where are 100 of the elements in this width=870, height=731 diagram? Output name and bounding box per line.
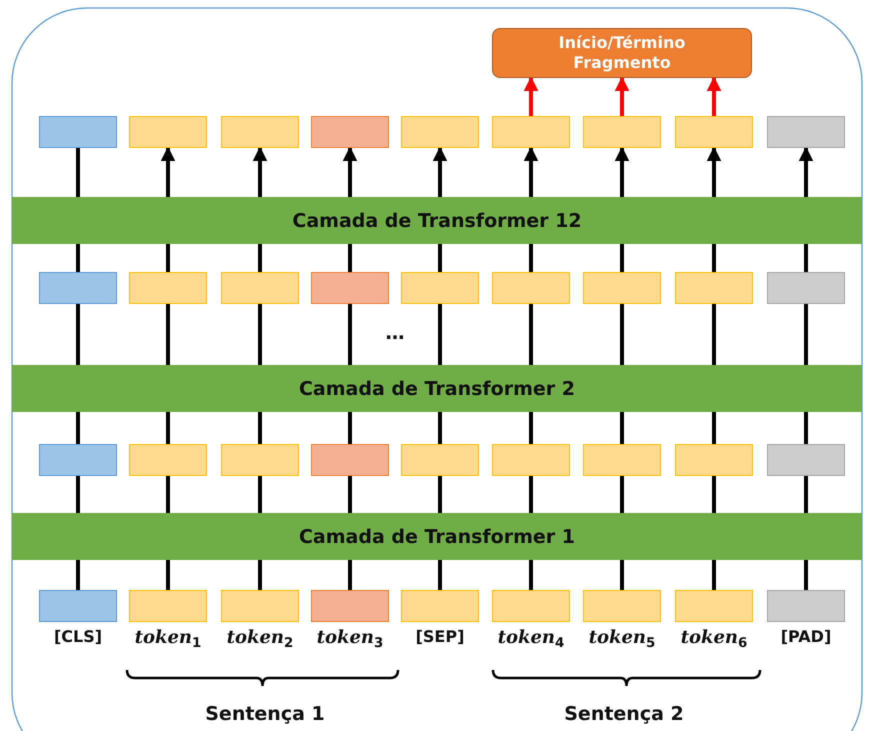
embedding-box (583, 116, 661, 148)
connector-line (712, 244, 716, 272)
connector-line (166, 560, 170, 590)
connector-line (76, 304, 80, 365)
token-label: token$_{4}$ (498, 627, 564, 652)
token-label: [SEP] (416, 627, 464, 646)
connector-line (712, 304, 716, 365)
connector-line (529, 560, 533, 590)
connector-line (166, 304, 170, 365)
connector-line (804, 412, 808, 444)
embedding-box (767, 272, 845, 304)
connector-line (258, 244, 262, 272)
connector-line (438, 560, 442, 590)
embedding-box (401, 444, 479, 476)
arrow (706, 76, 722, 116)
arrow (614, 76, 630, 116)
embedding-box (221, 272, 299, 304)
arrow (342, 146, 358, 197)
connector-line (620, 476, 624, 513)
connector-line (620, 244, 624, 272)
connector-line (620, 412, 624, 444)
embedding-box (311, 444, 389, 476)
connector-line (76, 148, 80, 197)
arrow (614, 146, 630, 197)
connector-line (712, 476, 716, 513)
arrow (524, 76, 538, 116)
sentence-label: Sentença 2 (564, 703, 684, 725)
layer-band: Camada de Transformer 2 (12, 365, 862, 412)
embedding-box (583, 272, 661, 304)
connector-line (804, 476, 808, 513)
layer-band: Camada de Transformer 12 (12, 197, 862, 244)
embedding-box (129, 116, 207, 148)
output-box: Início/Término Fragmento (492, 28, 752, 78)
arrow (252, 146, 268, 197)
connector-line (438, 412, 442, 444)
embedding-box (492, 444, 570, 476)
ellipsis: … (386, 322, 404, 344)
connector-line (166, 244, 170, 272)
embedding-box (401, 116, 479, 148)
embedding-box (311, 272, 389, 304)
connector-line (76, 560, 80, 590)
connector-line (258, 560, 262, 590)
embedding-box (39, 444, 117, 476)
connector-line (620, 560, 624, 590)
embedding-box (221, 444, 299, 476)
arrow (706, 146, 722, 197)
connector-line (804, 244, 808, 272)
embedding-box (675, 116, 753, 148)
connector-line (529, 304, 533, 365)
token-label: [CLS] (54, 627, 102, 646)
embedding-box (492, 272, 570, 304)
token-label: token$_{5}$ (588, 627, 656, 652)
connector-line (76, 412, 80, 444)
embedding-box (675, 272, 753, 304)
connector-line (166, 412, 170, 444)
sentence-label: Sentença 1 (205, 703, 325, 725)
arrow (524, 146, 538, 197)
embedding-box (311, 116, 389, 148)
connector-line (166, 476, 170, 513)
connector-line (438, 244, 442, 272)
embedding-box (767, 116, 845, 148)
connector-line (348, 476, 352, 513)
connector-line (620, 304, 624, 365)
embedding-box (401, 272, 479, 304)
embedding-box (221, 116, 299, 148)
embedding-box (492, 116, 570, 148)
embedding-box (583, 444, 661, 476)
connector-line (76, 476, 80, 513)
layer-band: Camada de Transformer 1 (12, 513, 862, 560)
connector-line (258, 476, 262, 513)
connector-line (76, 244, 80, 272)
connector-line (712, 560, 716, 590)
connector-line (348, 304, 352, 365)
token-label: token$_{3}$ (316, 627, 384, 652)
connector-line (804, 304, 808, 365)
embedding-box (675, 444, 753, 476)
connector-line (348, 244, 352, 272)
arrow (798, 146, 814, 197)
embedding-box (129, 272, 207, 304)
token-label: token$_{2}$ (226, 627, 294, 652)
embedding-box (767, 444, 845, 476)
connector-line (529, 476, 533, 513)
arrow (432, 146, 448, 197)
connector-line (712, 412, 716, 444)
embedding-box (39, 272, 117, 304)
embedding-box (39, 116, 117, 148)
connector-line (438, 476, 442, 513)
token-label: token$_{6}$ (680, 627, 748, 652)
token-label: token$_{1}$ (134, 627, 202, 652)
connector-line (529, 412, 533, 444)
connector-line (529, 244, 533, 272)
connector-line (348, 412, 352, 444)
connector-line (438, 304, 442, 365)
embedding-box (129, 444, 207, 476)
connector-line (348, 560, 352, 590)
connector-line (258, 304, 262, 365)
token-label: [PAD] (780, 627, 832, 646)
arrow (160, 146, 176, 197)
connector-line (258, 412, 262, 444)
connector-line (804, 560, 808, 590)
